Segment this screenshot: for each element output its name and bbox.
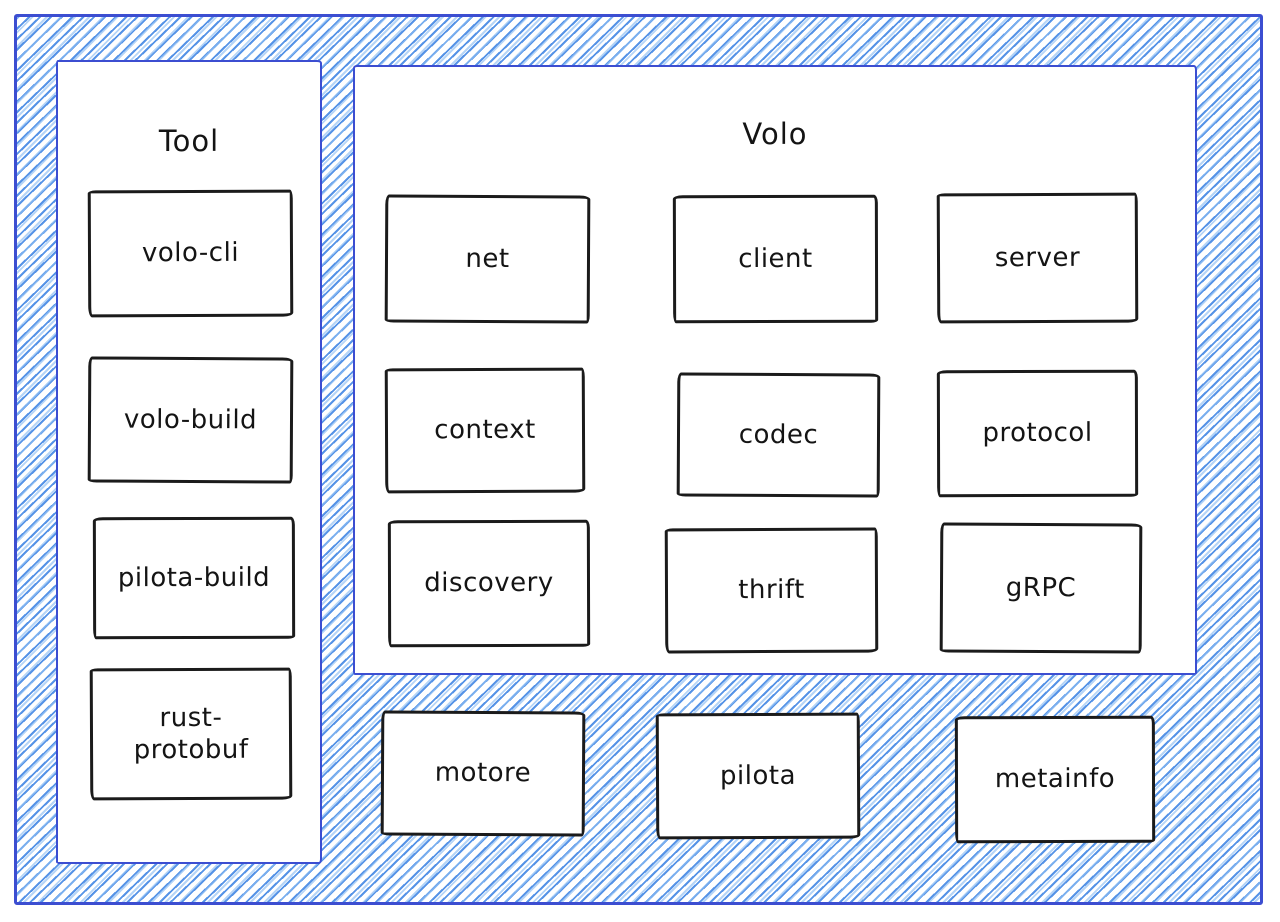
- node-protocol-label: protocol: [982, 418, 1093, 449]
- tool-group-title: Tool: [158, 124, 220, 158]
- tool-group-panel[interactable]: Tool volo-cli volo-build pilota-build ru…: [56, 60, 322, 864]
- volo-group-panel[interactable]: Volo net client server context codec pro…: [353, 65, 1197, 675]
- node-context-label: context: [434, 415, 536, 446]
- node-volo-cli[interactable]: volo-cli: [87, 189, 294, 318]
- node-pilota-build-label: pilota-build: [117, 562, 271, 593]
- node-context[interactable]: context: [384, 367, 586, 494]
- node-discovery-label: discovery: [424, 568, 554, 599]
- outer-hatched-frame[interactable]: Tool volo-cli volo-build pilota-build ru…: [14, 14, 1263, 905]
- node-thrift-label: thrift: [738, 575, 805, 606]
- node-volo-build[interactable]: volo-build: [87, 356, 294, 484]
- node-grpc[interactable]: gRPC: [939, 522, 1143, 654]
- node-grpc-label: gRPC: [1005, 572, 1077, 603]
- node-metainfo[interactable]: metainfo: [954, 715, 1156, 844]
- node-client-label: client: [738, 243, 813, 274]
- node-volo-build-label: volo-build: [123, 404, 258, 436]
- node-codec-label: codec: [738, 419, 819, 450]
- node-rust-protobuf[interactable]: rust-protobuf: [89, 667, 293, 801]
- node-protocol[interactable]: protocol: [936, 369, 1139, 498]
- node-motore-label: motore: [434, 757, 532, 789]
- node-pilota[interactable]: pilota: [655, 712, 861, 840]
- node-thrift[interactable]: thrift: [664, 527, 879, 654]
- node-rust-protobuf-label: rust-protobuf: [133, 702, 249, 766]
- node-discovery[interactable]: discovery: [387, 519, 591, 648]
- volo-group-title: Volo: [742, 117, 808, 151]
- node-server-label: server: [994, 242, 1081, 273]
- node-pilota-label: pilota: [719, 760, 797, 791]
- node-net-label: net: [465, 243, 510, 274]
- node-server[interactable]: server: [936, 192, 1139, 324]
- node-metainfo-label: metainfo: [994, 764, 1116, 795]
- node-codec[interactable]: codec: [676, 372, 881, 498]
- node-volo-cli-label: volo-cli: [141, 238, 240, 269]
- node-motore[interactable]: motore: [380, 710, 586, 837]
- node-client[interactable]: client: [672, 194, 879, 324]
- node-net[interactable]: net: [384, 194, 591, 324]
- node-pilota-build[interactable]: pilota-build: [92, 516, 296, 640]
